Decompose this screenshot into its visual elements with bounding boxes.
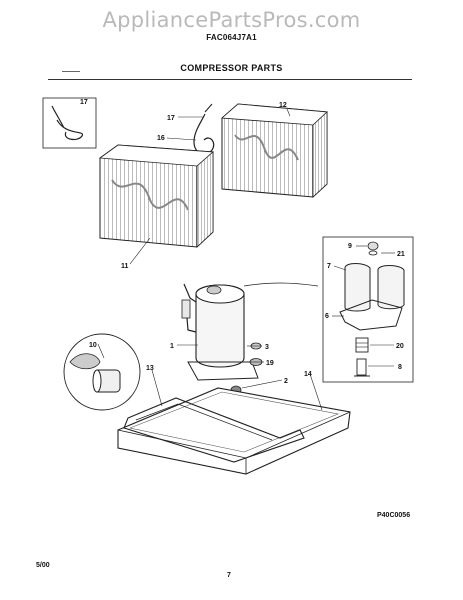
callout-16: 16 [157,135,165,142]
callout-8: 8 [398,364,402,371]
condenser-coil [221,103,328,198]
callout-7: 7 [327,263,331,270]
callout-20: 20 [396,343,404,350]
callout-17-detail: 17 [80,99,88,106]
drawing-code: P40C0056 [377,512,411,519]
model-number: FAC064J7A1 [206,33,257,42]
capacitor-detail [63,333,141,411]
capillary-tube-detail [42,97,97,149]
capillary-tube [193,103,215,155]
title-tick [62,71,80,72]
callout-19: 19 [266,360,274,367]
title-rule [48,79,412,80]
callout-21: 21 [397,251,405,258]
callout-17: 17 [167,115,175,122]
callout-11: 11 [121,263,129,270]
callout-13: 13 [146,365,154,372]
watermark: AppliancePartsPros.com [102,8,361,32]
page-number: 7 [227,572,231,579]
section-title: COMPRESSOR PARTS [180,63,283,73]
base-pan [117,387,351,475]
compressor [181,282,319,395]
callout-2: 2 [284,378,288,385]
terminal-parts-detail [322,236,414,383]
footer-date: 5/00 [36,562,50,569]
leader-lines [97,108,395,411]
callout-1: 1 [170,343,174,350]
callout-14: 14 [304,371,312,378]
callout-3: 3 [265,344,269,351]
evaporator-coil [98,144,214,248]
callout-12: 12 [279,102,287,109]
callout-9: 9 [348,243,352,250]
callout-6: 6 [325,313,329,320]
callout-10: 10 [89,342,97,349]
mounting-rail [123,397,305,463]
